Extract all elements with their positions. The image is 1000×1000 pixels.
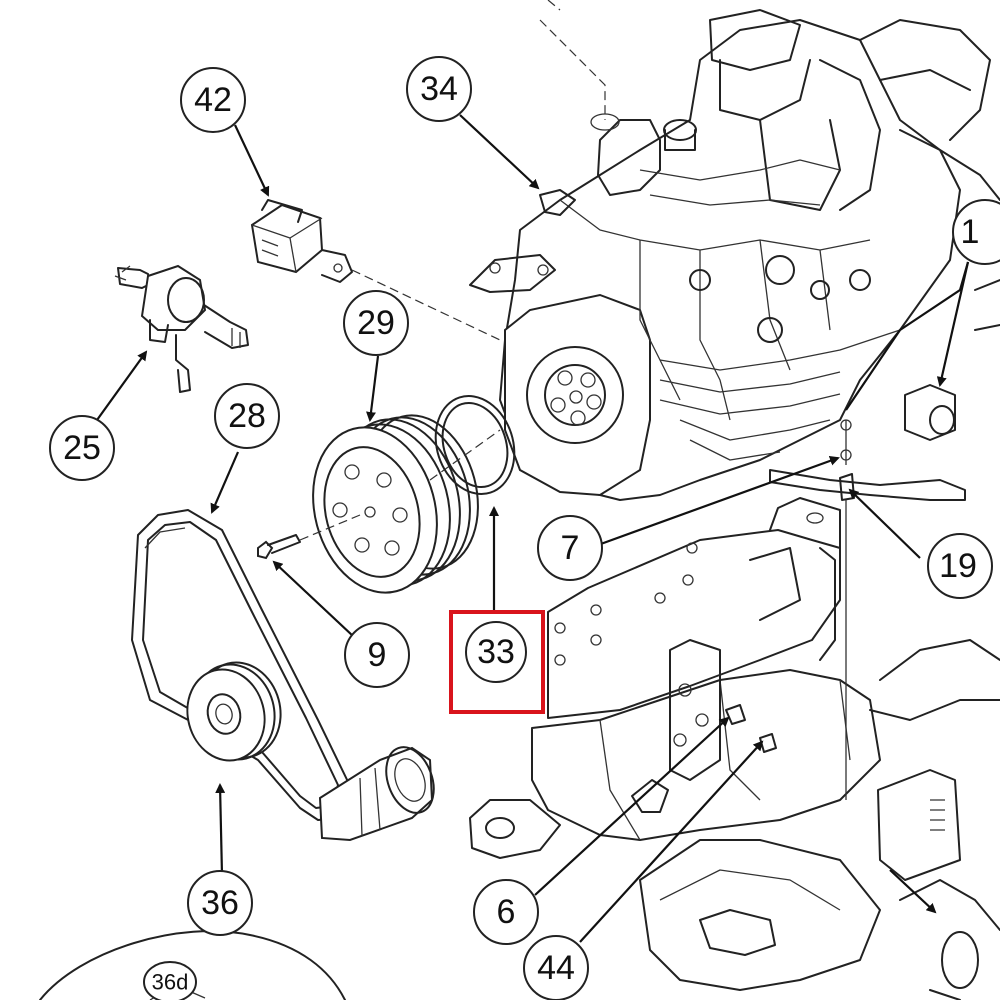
callout-25: 25 [49, 415, 115, 481]
callout-6-label: 6 [497, 893, 516, 931]
callout-1-label: 1 [961, 213, 980, 251]
callout-25-label: 25 [63, 429, 101, 467]
callout-19: 19 [927, 533, 993, 599]
callout-29-label: 29 [357, 304, 395, 342]
callout-42-label: 42 [194, 81, 232, 119]
callout-29: 29 [343, 290, 409, 356]
crank-pulley-part [312, 414, 501, 594]
callout-34-label: 34 [420, 70, 458, 108]
callout-36-label: 36 [201, 884, 239, 922]
callout-33: 33 [449, 610, 545, 714]
relay-part [250, 199, 501, 341]
callout-33-label: 33 [477, 633, 515, 671]
gasket-ring-part [434, 395, 516, 495]
engine-mount-frame [469, 419, 1000, 1000]
callout-7-label: 7 [561, 529, 580, 567]
callout-9-label: 9 [368, 636, 387, 674]
callout-36d: 36d [143, 961, 197, 1000]
hydro-pump-part [318, 746, 435, 842]
engine-assembly [469, 0, 1000, 501]
bolt-part [257, 514, 361, 560]
callout-19-label: 19 [939, 547, 977, 585]
callout-36d-label: 36d [152, 970, 189, 995]
leader-lines [96, 114, 970, 943]
callout-36: 36 [187, 870, 253, 936]
callout-1: 1 [952, 199, 1000, 265]
callout-34: 34 [406, 56, 472, 122]
highlight-box [449, 610, 545, 714]
fuel-solenoid-part [114, 264, 249, 393]
callout-7: 7 [537, 515, 603, 581]
callout-44-label: 44 [537, 949, 575, 987]
callout-28: 28 [214, 383, 280, 449]
callout-9: 9 [344, 622, 410, 688]
callout-42: 42 [180, 67, 246, 133]
pump-pulley-part [186, 661, 282, 762]
callout-28-label: 28 [228, 397, 266, 435]
callout-44: 44 [523, 935, 589, 1000]
callout-6: 6 [473, 879, 539, 945]
